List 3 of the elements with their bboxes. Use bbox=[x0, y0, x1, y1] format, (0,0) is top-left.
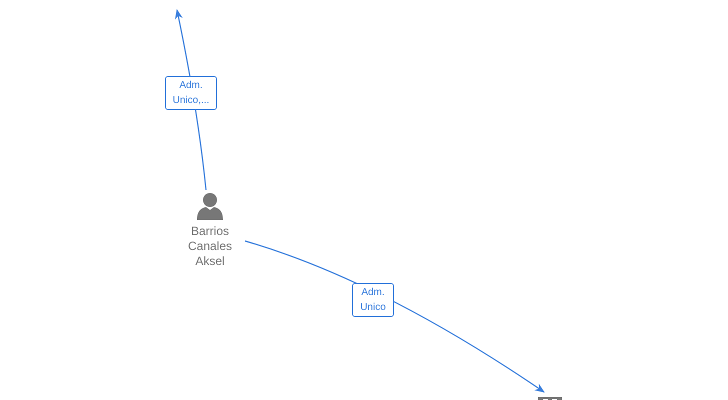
edge-label: Adm. Unico bbox=[352, 283, 394, 317]
person-name: Barrios Canales Aksel bbox=[186, 224, 234, 269]
edge-label: Adm. Unico,... bbox=[165, 76, 217, 110]
